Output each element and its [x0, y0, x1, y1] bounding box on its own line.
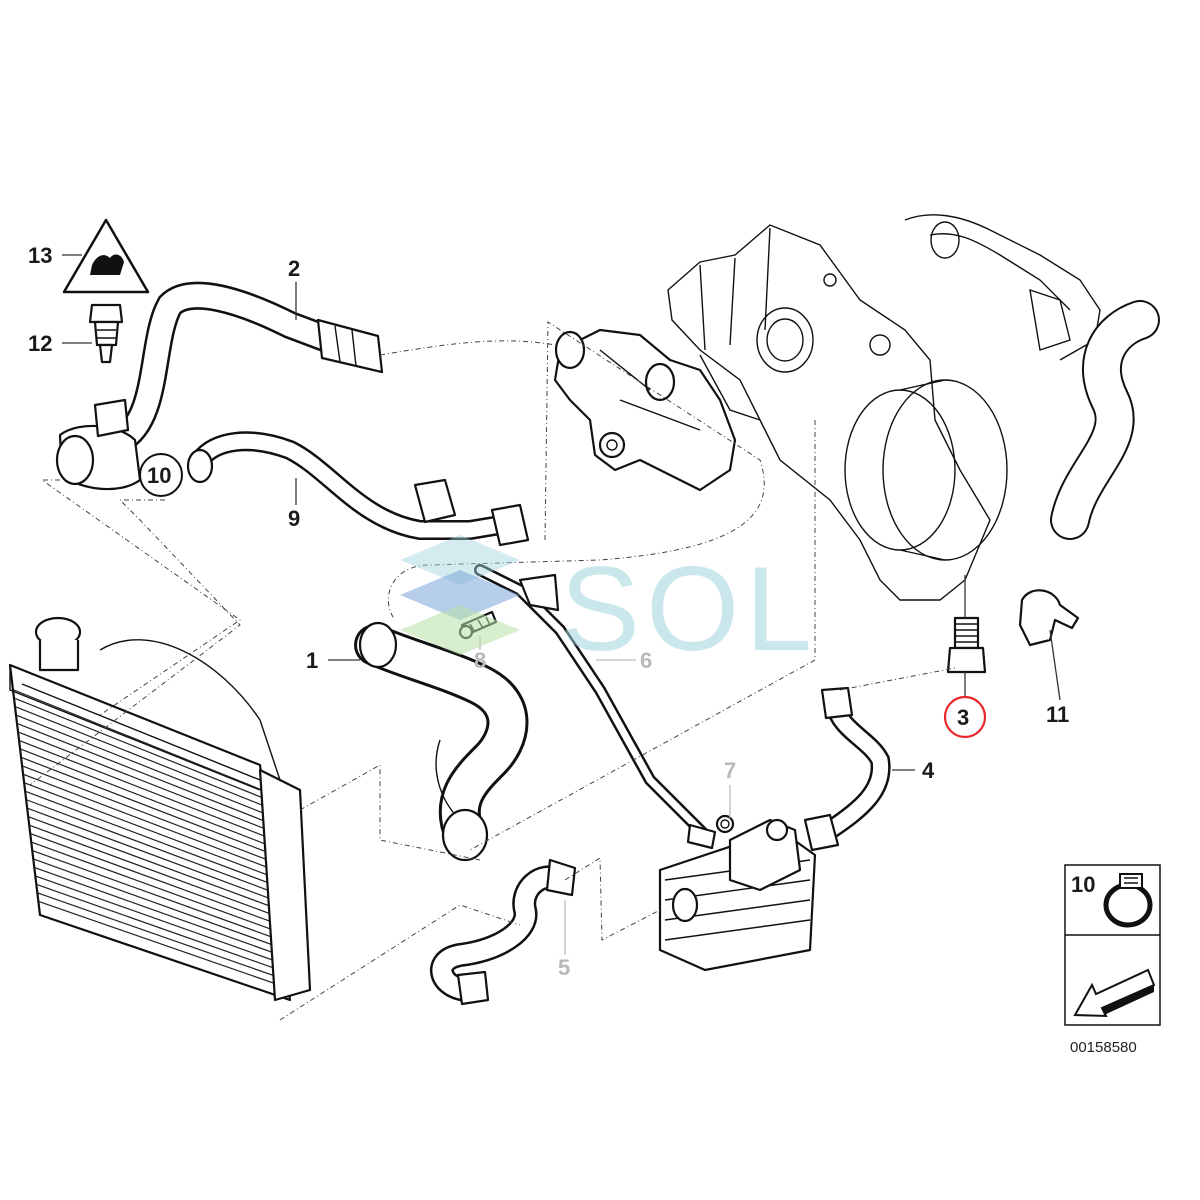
legend-box: 10 00158580	[1064, 864, 1161, 1056]
callout-2: 2	[288, 256, 300, 281]
radiator-fin	[16, 714, 265, 815]
callout-5: 5	[558, 955, 570, 980]
radiator-fin	[18, 731, 267, 830]
clip-11	[1018, 589, 1080, 647]
pipe-6	[474, 564, 717, 850]
callout-3-highlight-circle	[943, 695, 987, 739]
radiator-fin	[13, 689, 263, 791]
hose-5	[430, 858, 577, 1006]
radiator-fin	[14, 697, 264, 799]
radiator-fin	[21, 757, 270, 854]
radiator-fin	[38, 900, 286, 988]
hose-1	[354, 621, 529, 862]
timing-cover-outline	[667, 224, 1008, 601]
radiator-fin	[34, 867, 282, 957]
radiator-fin	[29, 824, 277, 917]
callout-10: 10	[147, 463, 171, 488]
engine-pipes-right	[904, 214, 1160, 540]
radiator-fin	[15, 706, 265, 807]
radiator	[8, 616, 312, 1002]
radiator-fin	[20, 748, 269, 846]
radiator-fin	[27, 807, 276, 901]
callout-4: 4	[922, 758, 935, 783]
watermark-text: SOL	[560, 542, 818, 676]
warning-triangle-13	[62, 218, 150, 294]
callout-9: 9	[288, 506, 300, 531]
radiator-fin	[24, 782, 273, 878]
radiator-fin	[25, 790, 274, 886]
radiator-fin	[35, 875, 283, 965]
hose-9	[186, 431, 530, 547]
callout-3: 3	[957, 705, 969, 730]
radiator-fin	[30, 833, 278, 925]
callout-10-circle	[139, 453, 183, 497]
oil-cooler	[658, 814, 817, 972]
callout-8: 8	[474, 648, 486, 673]
watermark: SOL	[400, 535, 818, 676]
radiator-fin	[37, 892, 285, 980]
legend-clamp-label: 10	[1071, 872, 1095, 897]
radiator-fin	[19, 740, 268, 838]
hose-2	[55, 281, 384, 491]
radiator-fin	[17, 723, 266, 823]
callout-labels: 13 12 2 10 9 1 8 6 7 4 5 3 11	[28, 243, 1069, 980]
arrow-icon	[1073, 968, 1156, 1018]
callout-12: 12	[28, 331, 52, 356]
radiator-fin	[22, 765, 271, 862]
callout-13: 13	[28, 243, 52, 268]
radiator-fin	[28, 816, 277, 909]
radiator-fin	[26, 799, 275, 894]
callout-6: 6	[640, 648, 652, 673]
doc-number: 00158580	[1070, 1039, 1137, 1056]
callout-7: 7	[724, 758, 736, 783]
radiator-fin	[23, 774, 272, 870]
water-pump	[553, 328, 737, 492]
radiator-fin	[32, 850, 280, 941]
radiator-fin	[31, 841, 279, 933]
callout-1: 1	[306, 648, 318, 673]
radiator-fin	[33, 858, 281, 949]
hose-clamp-icon	[1103, 873, 1153, 928]
sensor-3	[946, 616, 987, 674]
radiator-fin	[36, 884, 284, 972]
hose-4	[803, 686, 891, 852]
temperature-sensor-12	[88, 303, 124, 364]
connection-lines	[29, 321, 956, 1021]
callout-11: 11	[1046, 702, 1069, 727]
